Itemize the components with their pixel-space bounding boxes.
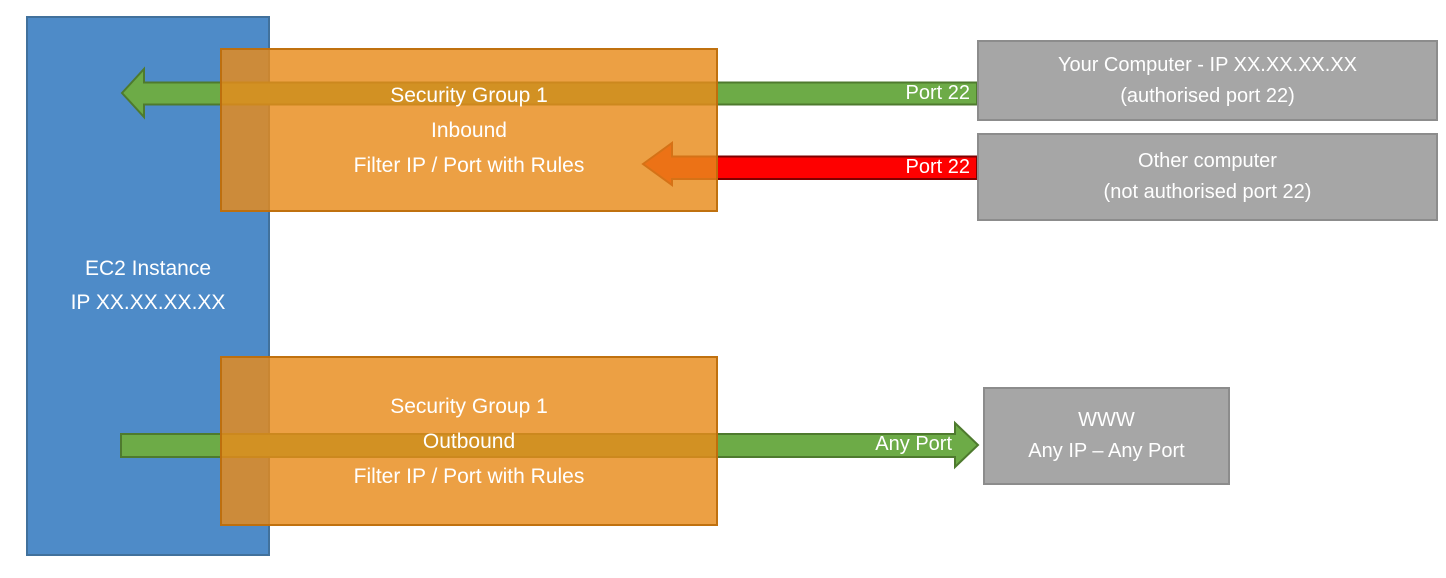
security-group-outbound-box: Security Group 1 Outbound Filter IP / Po… xyxy=(220,356,718,526)
www-box: WWW Any IP – Any Port xyxy=(983,387,1230,485)
sg-outbound-description: Filter IP / Port with Rules xyxy=(353,464,585,488)
sg-outbound-direction: Outbound xyxy=(422,429,516,453)
outbound-port-label: Any Port xyxy=(875,433,952,455)
security-group-inbound-box: Security Group 1 Inbound Filter IP / Por… xyxy=(220,48,718,212)
other-computer-title: Other computer xyxy=(1138,150,1277,172)
sg-inbound-title: Security Group 1 xyxy=(390,83,548,107)
other-computer-note: (not authorised port 22) xyxy=(1103,181,1312,203)
other-computer-box: Other computer (not authorised port 22) xyxy=(977,133,1438,221)
your-computer-title: Your Computer - IP XX.XX.XX.XX xyxy=(1057,53,1358,76)
sg-inbound-description: Filter IP / Port with Rules xyxy=(353,153,585,177)
ec2-instance-ip: IP XX.XX.XX.XX xyxy=(70,291,226,314)
your-computer-box: Your Computer - IP XX.XX.XX.XX (authoris… xyxy=(977,40,1438,121)
sg-inbound-direction: Inbound xyxy=(431,118,507,142)
inbound-allowed-port-label: Port 22 xyxy=(905,82,970,104)
your-computer-note: (authorised port 22) xyxy=(1120,84,1295,107)
www-title: WWW xyxy=(1078,409,1135,431)
www-note: Any IP – Any Port xyxy=(1028,440,1185,462)
sg-outbound-title: Security Group 1 xyxy=(390,394,548,418)
inbound-denied-port-label: Port 22 xyxy=(905,156,970,178)
ec2-instance-title: EC2 Instance xyxy=(84,257,212,280)
